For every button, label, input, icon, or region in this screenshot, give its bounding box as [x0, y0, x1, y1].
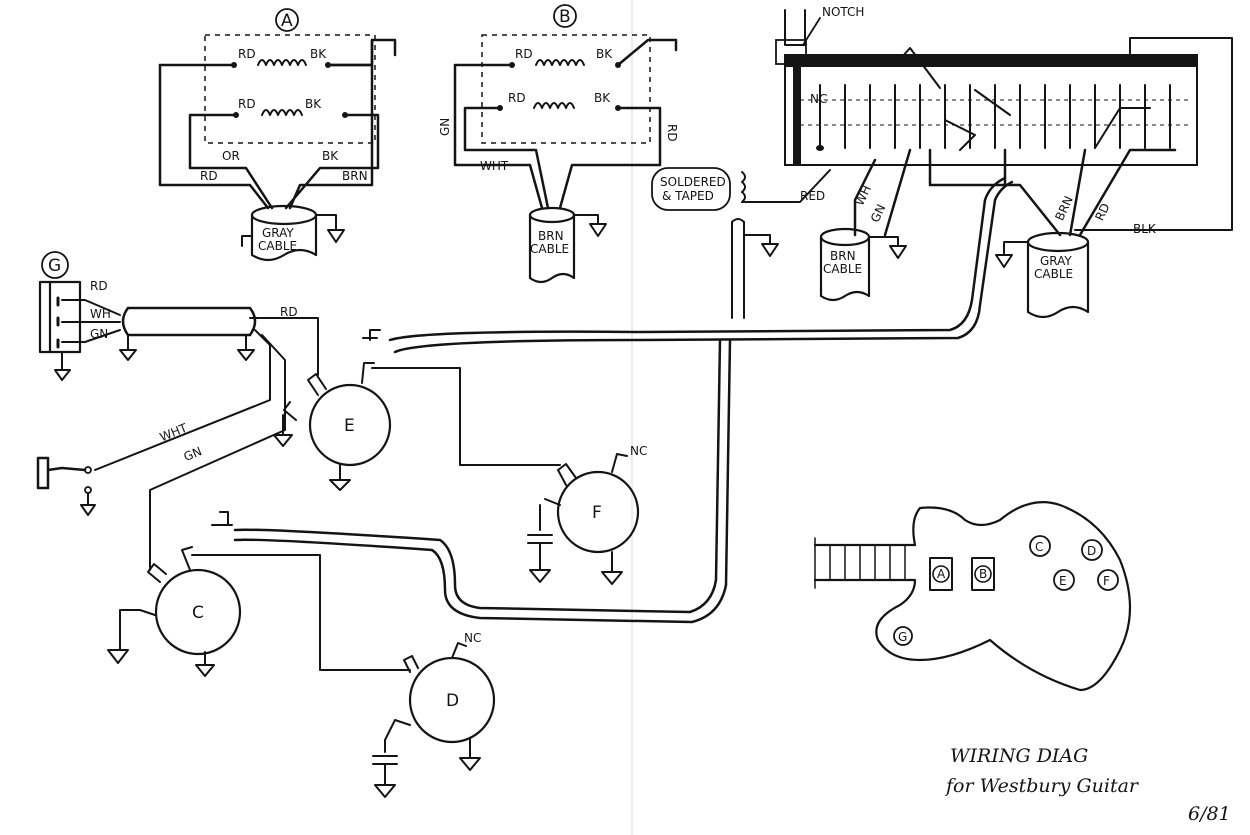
cable-a-line2: CABLE — [258, 239, 297, 253]
pickup-b-letter: B — [559, 7, 571, 27]
switch-lead-blk: BLK — [1133, 222, 1157, 236]
switch-brn-cable-line2: CABLE — [823, 262, 862, 276]
pot-d: D NC — [372, 631, 496, 798]
switch-brn-cable-line1: BRN — [830, 249, 856, 263]
diagram-date: 6/81 — [1188, 803, 1231, 825]
switch-lead-wh: WH — [852, 183, 874, 208]
notch-label: NOTCH — [822, 5, 864, 19]
wire-label-rd: RD — [280, 305, 298, 319]
lead-b-wht: WHT — [480, 159, 509, 173]
coil-a-bottom-start: RD — [238, 97, 256, 111]
shielded-run-to-c — [233, 338, 722, 614]
switch-lead-rd: RD — [1092, 201, 1112, 223]
pickup-a-letter: A — [281, 11, 293, 31]
pot-f-nc: NC — [630, 444, 647, 458]
pickup-a: A RD BK RD BK OR BK RD BRN GRAY CABLE — [158, 8, 397, 262]
switch-gray-cable-line1: GRAY — [1040, 254, 1072, 268]
pot-c: C — [107, 511, 411, 677]
pot-e: E — [273, 329, 561, 491]
coil-a-bottom-end: BK — [305, 97, 322, 111]
body-knob-d: D — [1087, 544, 1096, 558]
lead-a-rd: RD — [200, 169, 218, 183]
pot-c-letter: C — [192, 603, 204, 623]
pot-f-letter: F — [592, 503, 602, 523]
switch-nc-label: NC — [810, 92, 827, 106]
lead-a-or: OR — [222, 149, 240, 163]
diagram-title-line2: for Westbury Guitar — [944, 775, 1140, 797]
coil-b-bottom-start: RD — [508, 91, 526, 105]
body-pickup-a: A — [937, 567, 946, 581]
output-jack-g: G RD WH GN RD WHT GN — [36, 251, 319, 571]
coil-a-top-start: RD — [238, 47, 256, 61]
pickup-b-outline — [481, 34, 651, 144]
pickup-b: B RD BK RD BK GN RD WHT BRN CABLE — [438, 4, 679, 284]
coil-a-top-end: BK — [310, 47, 327, 61]
body-knob-e: E — [1059, 574, 1067, 588]
coil-b-top-end: BK — [596, 47, 613, 61]
selector-switch: NOTCH NC RED WH GN BRN RD BLK SOLDERED &… — [651, 5, 1233, 319]
switch-gray-cable-line2: CABLE — [1034, 267, 1073, 281]
body-jack-g: G — [898, 630, 907, 644]
cable-b-line1: BRN — [538, 229, 564, 243]
guitar-body-layout: A B C D E F G — [813, 501, 1132, 692]
jack-g-lead-gn: GN — [90, 327, 108, 341]
pot-d-letter: D — [446, 691, 459, 711]
jack-g-lead-rd: RD — [90, 279, 108, 293]
switch-lead-red: RED — [800, 189, 825, 203]
diagram-title-line1: WIRING DIAG — [950, 745, 1088, 767]
coil-b-top-start: RD — [515, 47, 533, 61]
pickup-b-side-left: GN — [438, 118, 452, 136]
lead-a-brn: BRN — [342, 169, 368, 183]
lead-a-bk: BK — [322, 149, 339, 163]
wire-label-wht: WHT — [158, 421, 190, 445]
cable-b-line2: CABLE — [530, 242, 569, 256]
switch-lead-gn: GN — [868, 202, 888, 224]
soldered-note-line1: SOLDERED — [660, 175, 726, 189]
body-pickup-b: B — [979, 567, 987, 581]
pot-f: F NC — [527, 444, 647, 585]
pot-d-nc: NC — [464, 631, 481, 645]
cable-a-line1: GRAY — [262, 226, 294, 240]
shielded-run-to-e-inner — [393, 180, 1014, 354]
body-knob-c: C — [1035, 540, 1043, 554]
jack-g-letter: G — [48, 256, 61, 276]
body-knob-f: F — [1103, 574, 1110, 588]
pot-e-letter: E — [344, 416, 355, 436]
shielded-run-to-c-inner — [233, 338, 732, 624]
wire-label-gn: GN — [182, 444, 204, 464]
shielded-run-to-e — [388, 176, 1007, 342]
pickup-a-outline — [204, 34, 376, 144]
jack-g-lead-wh: WH — [90, 307, 111, 321]
pickup-b-side-right: RD — [665, 124, 679, 142]
soldered-note-line2: & TAPED — [662, 189, 714, 203]
coil-b-bottom-end: BK — [594, 91, 611, 105]
